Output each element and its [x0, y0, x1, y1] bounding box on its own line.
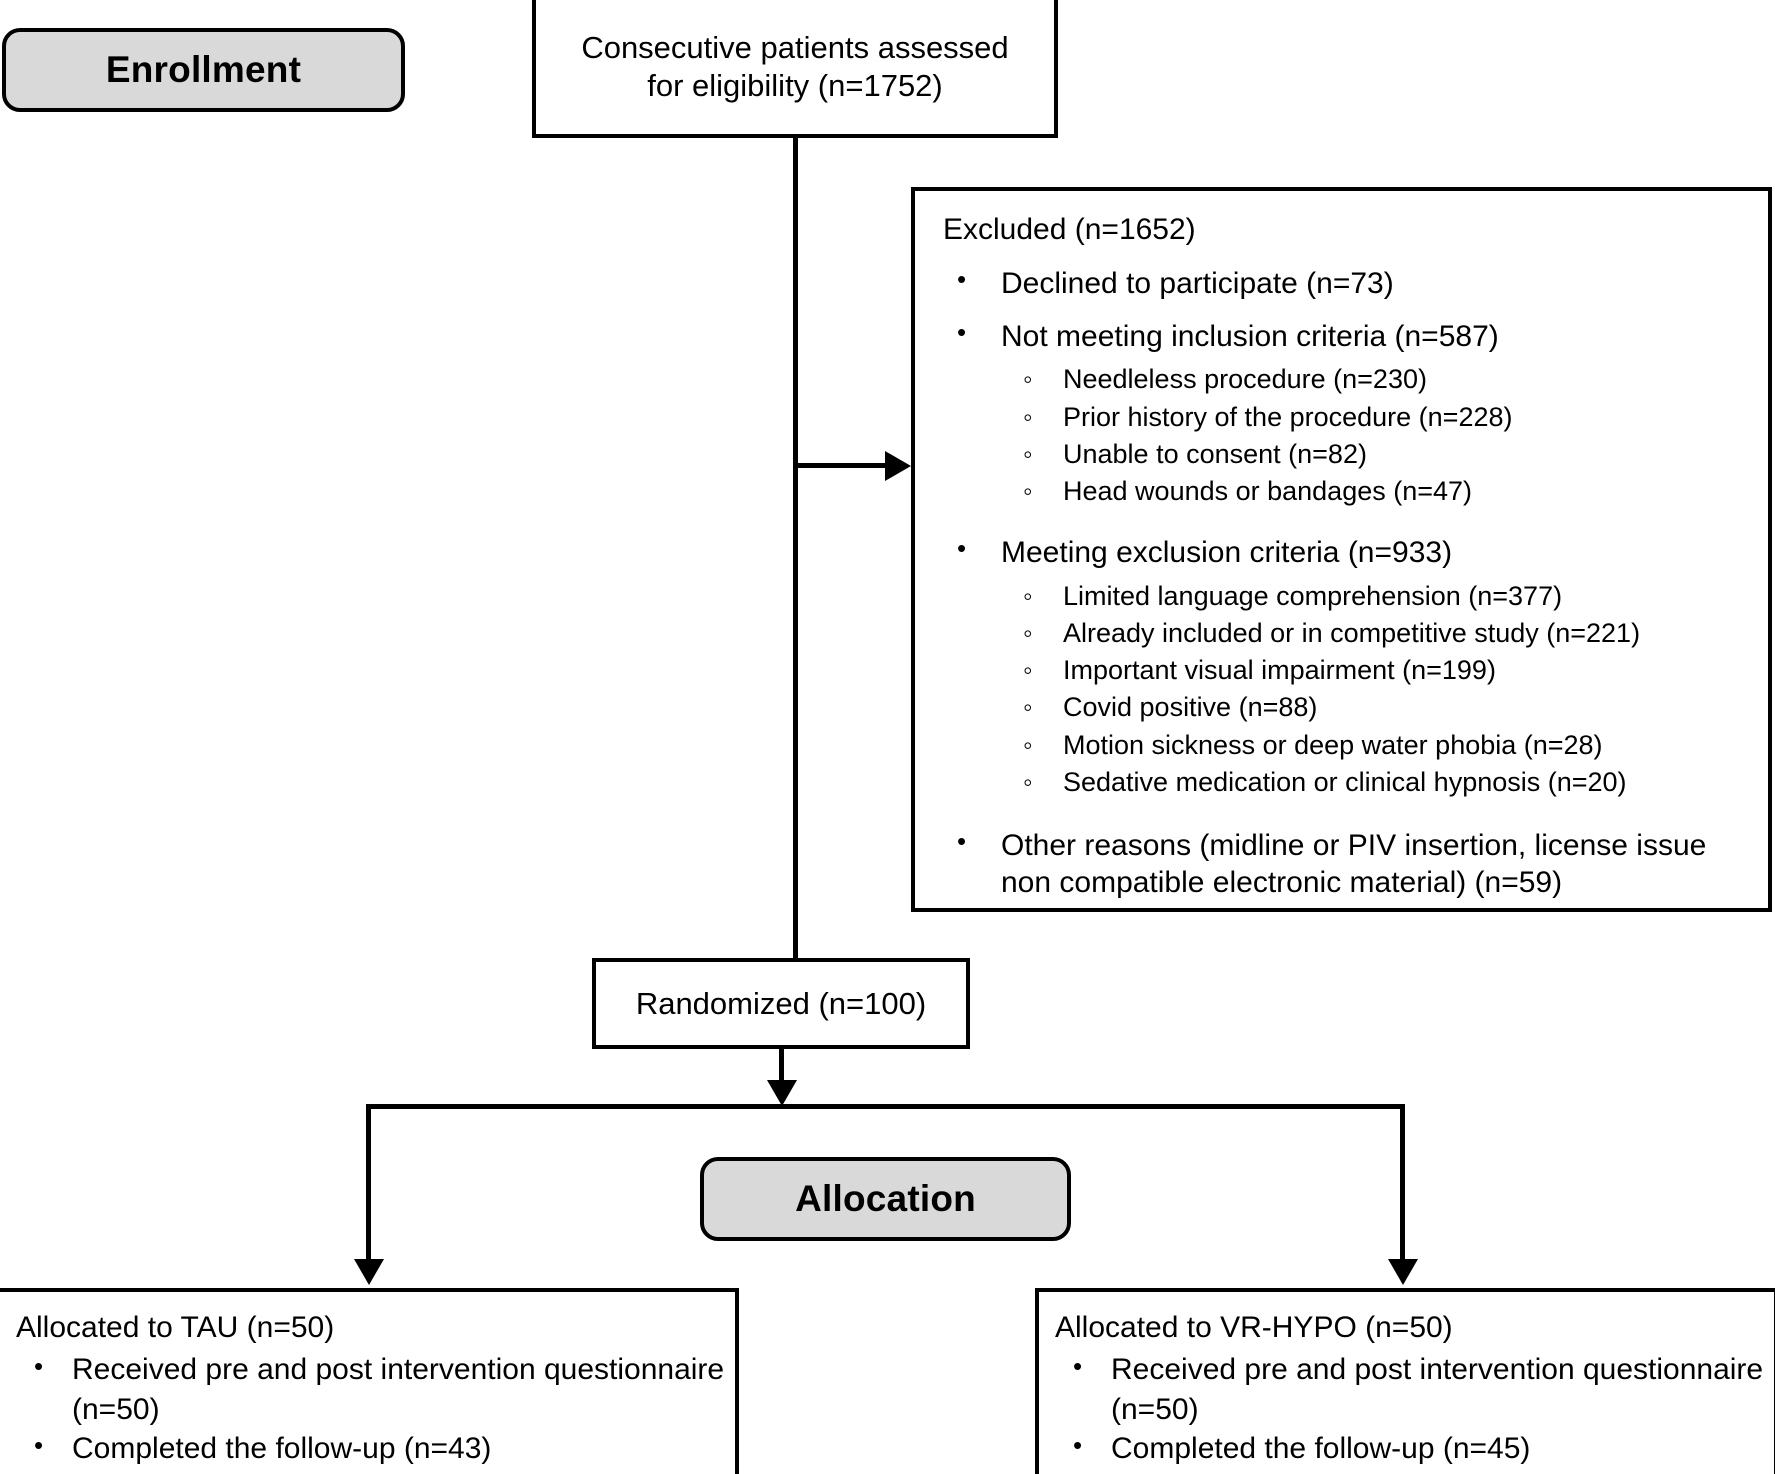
node-arm-vr-hypo: Allocated to VR-HYPO (n=50) Received pre… [1035, 1288, 1775, 1474]
excluded-reason-list: Declined to participate (n=73) Not meeti… [943, 265, 1754, 901]
excluded-reason-label: Meeting exclusion criteria (n=933) [1001, 536, 1453, 570]
arm-bullet-list-vr-hypo: Received pre and post intervention quest… [1055, 1350, 1764, 1469]
excluded-sub-item: Sedative medication or clinical hypnosis… [1001, 764, 1754, 801]
node-excluded: Excluded (n=1652) Declined to participat… [911, 187, 1772, 912]
assessed-line-2: for eligibility (n=1752) [647, 68, 943, 103]
excluded-sub-label: Already included or in competitive study… [1063, 617, 1641, 648]
excluded-sub-item: Already included or in competitive study… [1001, 615, 1754, 652]
connector-randomized-down [779, 1049, 784, 1083]
excluded-sub-label: Limited language comprehension (n=377) [1063, 580, 1563, 611]
excluded-reason-item: Not meeting inclusion criteria (n=587) N… [943, 318, 1754, 510]
excluded-sub-item: Prior history of the procedure (n=228) [1001, 399, 1754, 436]
excluded-sub-label: Head wounds or bandages (n=47) [1063, 476, 1473, 507]
connector-split-horizontal [369, 1104, 1405, 1109]
node-assessed-for-eligibility: Consecutive patients assessed for eligib… [532, 0, 1058, 138]
excluded-sub-item: Covid positive (n=88) [1001, 689, 1754, 726]
connector-right-branch-down [1400, 1104, 1405, 1262]
arm-bullet-item: Received pre and post intervention quest… [1055, 1350, 1764, 1429]
excluded-sub-label: Sedative medication or clinical hypnosis… [1063, 766, 1627, 797]
excluded-reason-label: Other reasons (midline or PIV insertion,… [1001, 829, 1707, 900]
excluded-reason-item: Meeting exclusion criteria (n=933) Limit… [943, 534, 1754, 801]
excluded-sub-item: Limited language comprehension (n=377) [1001, 578, 1754, 615]
excluded-sub-label: Unable to consent (n=82) [1063, 438, 1367, 469]
excluded-sub-label: Important visual impairment (n=199) [1063, 655, 1496, 686]
excluded-sub-item: Important visual impairment (n=199) [1001, 652, 1754, 689]
node-arm-tau: Allocated to TAU (n=50) Received pre and… [0, 1288, 739, 1474]
connector-randomized-arrowhead [766, 1080, 797, 1106]
excluded-sub-item: Motion sickness or deep water phobia (n=… [1001, 727, 1754, 764]
excluded-reason-label: Not meeting inclusion criteria (n=587) [1001, 320, 1499, 354]
assessed-line-1: Consecutive patients assessed [581, 30, 1009, 66]
excluded-sub-label: Prior history of the procedure (n=228) [1063, 401, 1513, 432]
excluded-sub-label: Covid positive (n=88) [1063, 692, 1318, 723]
randomized-label: Randomized (n=100) [635, 985, 927, 1021]
arm-bullet-list-tau: Received pre and post intervention quest… [16, 1350, 725, 1469]
excluded-sub-label: Needleless procedure (n=230) [1063, 364, 1427, 395]
arm-title-vr-hypo: Allocated to VR-HYPO (n=50) [1055, 1311, 1453, 1344]
connector-to-excluded-arrowhead [885, 450, 911, 481]
excluded-sub-item: Needleless procedure (n=230) [1001, 361, 1754, 398]
arm-bullet-item: Completed the follow-up (n=43) [16, 1429, 725, 1469]
excluded-reason-item: Other reasons (midline or PIV insertion,… [943, 827, 1754, 901]
node-randomized: Randomized (n=100) [592, 958, 970, 1049]
connector-left-branch-down [366, 1104, 371, 1262]
connector-left-branch-arrowhead [353, 1259, 384, 1285]
excluded-reason-label: Declined to participate (n=73) [1001, 267, 1394, 300]
arm-title-tau: Allocated to TAU (n=50) [16, 1311, 335, 1344]
excluded-heading: Excluded (n=1652) [943, 213, 1196, 246]
arm-bullet-item: Completed the follow-up (n=45) [1055, 1429, 1764, 1469]
excluded-sub-label: Motion sickness or deep water phobia (n=… [1063, 729, 1603, 760]
arm-bullet-item: Received pre and post intervention quest… [16, 1350, 725, 1429]
arm-bullet-label: Completed the follow-up (n=45) [1111, 1432, 1531, 1466]
excluded-reason-item: Declined to participate (n=73) [943, 265, 1754, 302]
arm-bullet-label: Received pre and post intervention quest… [72, 1353, 725, 1426]
stage-label-enrollment-text: Enrollment [105, 49, 302, 90]
stage-label-allocation-text: Allocation [795, 1178, 976, 1219]
connector-to-excluded-horizontal [793, 463, 885, 468]
stage-label-enrollment: Enrollment [2, 28, 405, 112]
connector-right-branch-arrowhead [1387, 1259, 1418, 1285]
arm-bullet-label: Received pre and post intervention quest… [1111, 1353, 1764, 1426]
excluded-sub-list: Needleless procedure (n=230) Prior histo… [1001, 361, 1754, 510]
arm-bullet-label: Completed the follow-up (n=43) [72, 1432, 492, 1466]
connector-spine-vertical [793, 138, 798, 960]
excluded-sub-item: Head wounds or bandages (n=47) [1001, 473, 1754, 510]
excluded-sub-item: Unable to consent (n=82) [1001, 436, 1754, 473]
excluded-sub-list: Limited language comprehension (n=377) A… [1001, 578, 1754, 802]
stage-label-allocation: Allocation [700, 1157, 1071, 1241]
